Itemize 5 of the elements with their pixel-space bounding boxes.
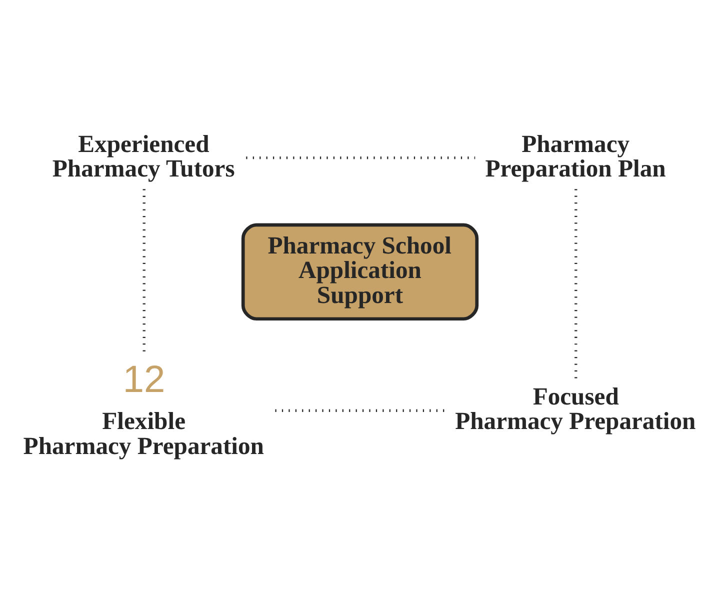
node-text: Experienced Pharmacy Tutors [52,130,235,182]
node-text: Focused Pharmacy Preparation [455,383,696,435]
node-text: Pharmacy Preparation Plan [485,130,666,182]
node-text: 12 Flexible Pharmacy Preparation [23,358,264,460]
node-box: Pharmacy School Application Support [241,222,479,320]
